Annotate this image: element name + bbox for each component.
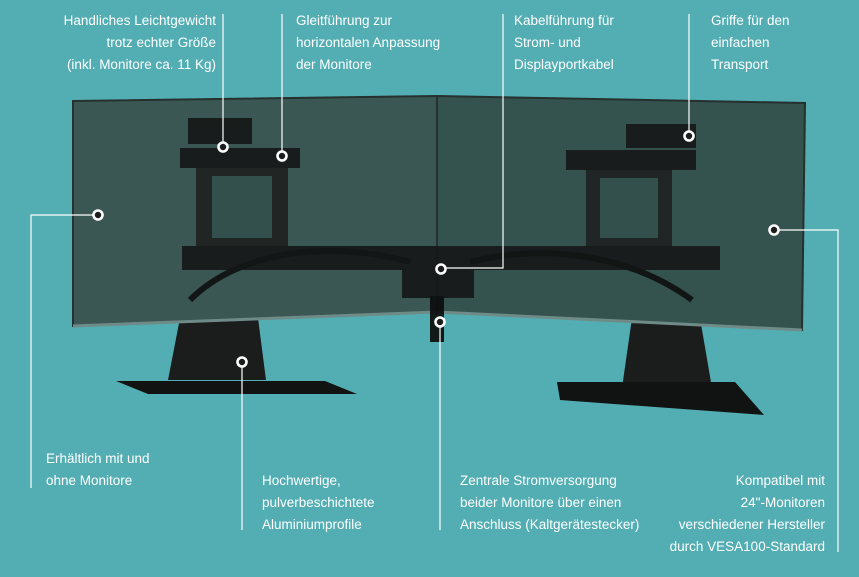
callout-cable-guide: Kabelführung für Strom- und Displayportk…	[514, 13, 614, 72]
callout-lightweight: Handliches Leichtgewicht trotz echter Gr…	[63, 13, 216, 72]
marker-availability	[92, 209, 104, 221]
marker-compatibility	[768, 224, 780, 236]
right-stand	[557, 318, 764, 415]
callout-leader-lines	[30, 14, 839, 552]
marker-cable-guide	[435, 263, 447, 275]
marker-handles	[683, 130, 695, 142]
callout-power: Zentrale Stromversorgung beider Monitore…	[460, 473, 640, 532]
callout-compatibility: Kompatibel mit 24"-Monitoren verschieden…	[669, 473, 825, 554]
callout-slide-guide: Gleitführung zur horizontalen Anpassung …	[296, 13, 441, 72]
callout-availability: Erhältlich mit und ohne Monitore	[46, 451, 150, 488]
marker-lightweight	[217, 141, 229, 153]
callout-aluminium: Hochwertige, pulverbeschichtete Aluminiu…	[262, 473, 375, 532]
marker-slide-guide	[276, 150, 288, 162]
callout-handles: Griffe für den einfachen Transport	[711, 13, 790, 72]
left-stand	[116, 318, 357, 394]
marker-aluminium	[236, 356, 248, 368]
marker-power	[434, 316, 446, 328]
callout-markers	[92, 130, 780, 368]
